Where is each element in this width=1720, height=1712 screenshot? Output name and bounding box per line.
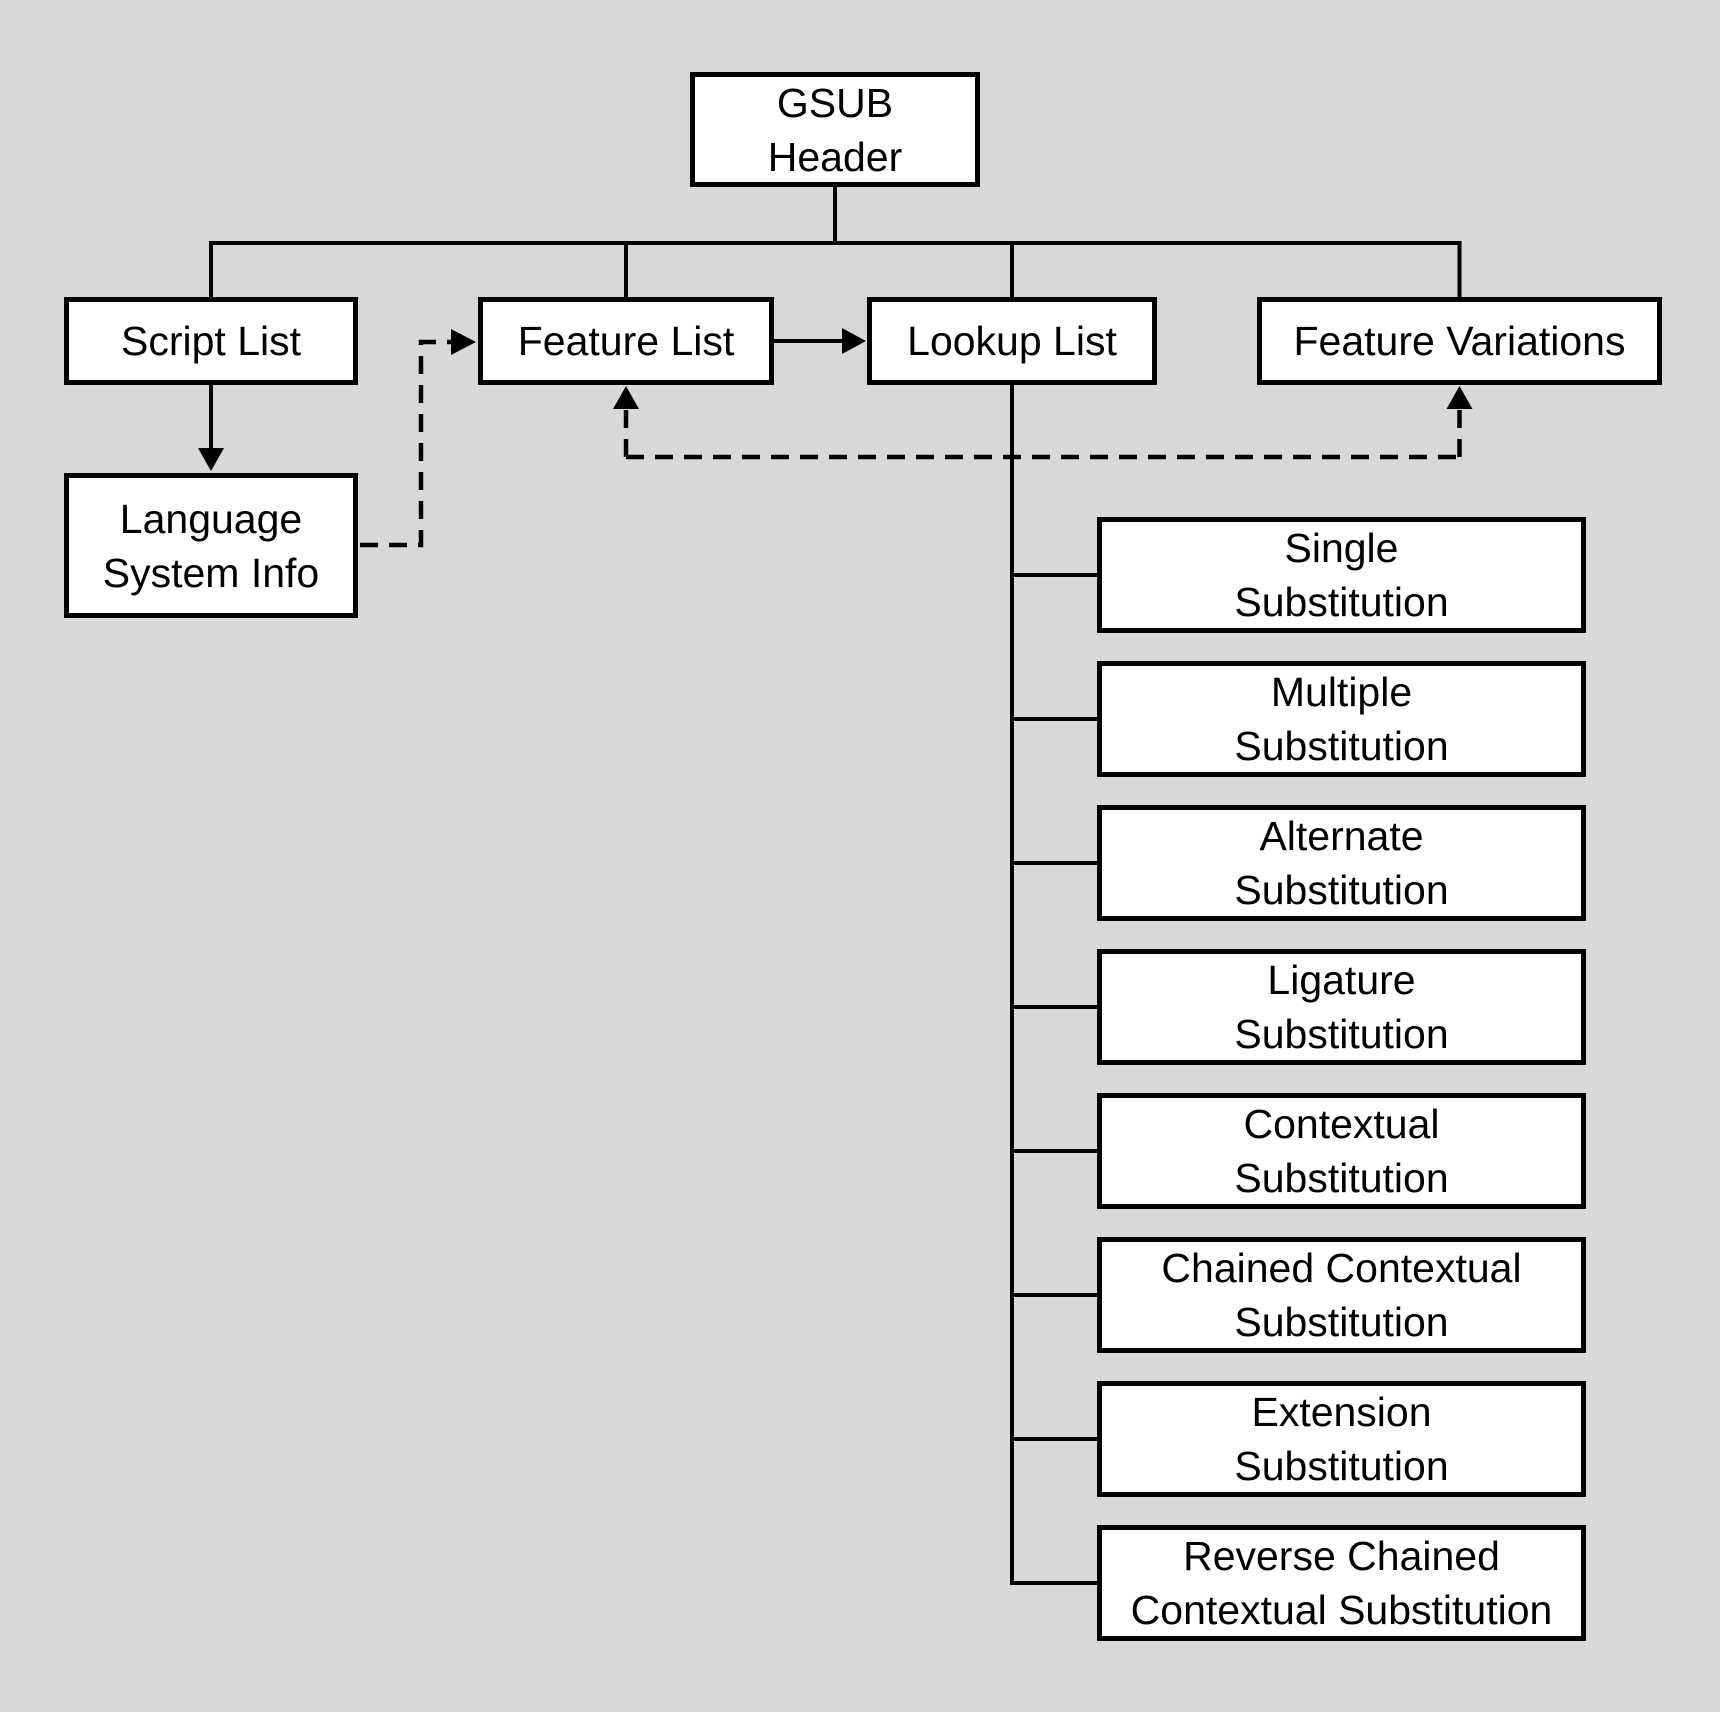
arrow-right-icon [842, 328, 866, 354]
arrow-up-into-feature-variations-icon [1446, 386, 1473, 409]
node-single-substitution: Single Substitution [1097, 517, 1586, 633]
node-ligature-substitution: Ligature Substitution [1097, 949, 1586, 1065]
node-contextual-substitution: Contextual Substitution [1097, 1093, 1586, 1209]
arrow-down-icon [198, 448, 224, 471]
node-reverse-chained-contextual-substitution: Reverse Chained Contextual Substitution [1097, 1525, 1586, 1641]
arrow-up-into-feature-list-icon [613, 386, 639, 409]
node-script-list: Script List [64, 297, 358, 385]
node-chained-contextual-substitution: Chained Contextual Substitution [1097, 1237, 1586, 1353]
connector-top-bar [209, 241, 1462, 297]
dashed-language-to-feature [360, 339, 452, 548]
node-feature-variations: Feature Variations [1257, 297, 1662, 385]
node-extension-substitution: Extension Substitution [1097, 1381, 1586, 1497]
node-alternate-substitution: Alternate Substitution [1097, 805, 1586, 921]
node-gsub-header: GSUB Header [690, 72, 980, 187]
node-language-system-info: Language System Info [64, 473, 358, 618]
node-lookup-list: Lookup List [867, 297, 1157, 385]
node-feature-list: Feature List [478, 297, 774, 385]
dashed-arrow-right-icon [451, 329, 476, 355]
node-multiple-substitution: Multiple Substitution [1097, 661, 1586, 777]
